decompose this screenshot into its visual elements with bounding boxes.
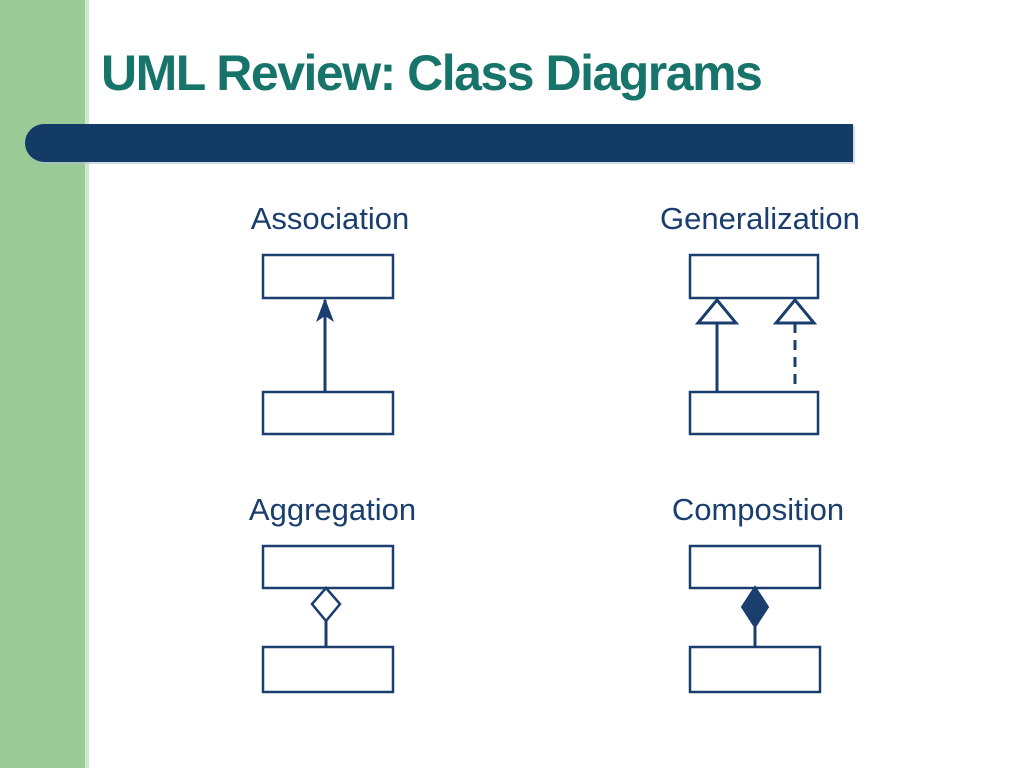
class-box-top bbox=[261, 253, 395, 300]
generalization-diagram bbox=[688, 253, 820, 436]
open-arrowhead-icon bbox=[316, 298, 334, 322]
generalization-label: Generalization bbox=[660, 201, 860, 236]
association-label: Association bbox=[250, 201, 410, 236]
slide-title: UML Review: Class Diagrams bbox=[101, 45, 763, 101]
class-box-top bbox=[261, 544, 395, 590]
composition-label: Composition bbox=[671, 492, 845, 527]
hollow-triangle-icon bbox=[772, 297, 818, 325]
hollow-triangle-icon bbox=[694, 297, 740, 325]
association-diagram bbox=[261, 253, 395, 436]
left-accent-strip bbox=[0, 0, 89, 768]
hollow-diamond-icon bbox=[310, 586, 342, 623]
class-box-bottom bbox=[261, 645, 395, 694]
aggregation-label: Aggregation bbox=[248, 492, 417, 527]
composition-diagram bbox=[688, 544, 822, 694]
class-box-top bbox=[688, 253, 820, 300]
filled-diamond-icon bbox=[740, 585, 770, 629]
class-box-bottom bbox=[688, 645, 822, 694]
class-box-bottom bbox=[261, 390, 395, 436]
divider-bar bbox=[25, 124, 853, 162]
class-box-top bbox=[688, 544, 822, 590]
aggregation-diagram bbox=[261, 544, 395, 694]
class-box-bottom bbox=[688, 390, 820, 436]
